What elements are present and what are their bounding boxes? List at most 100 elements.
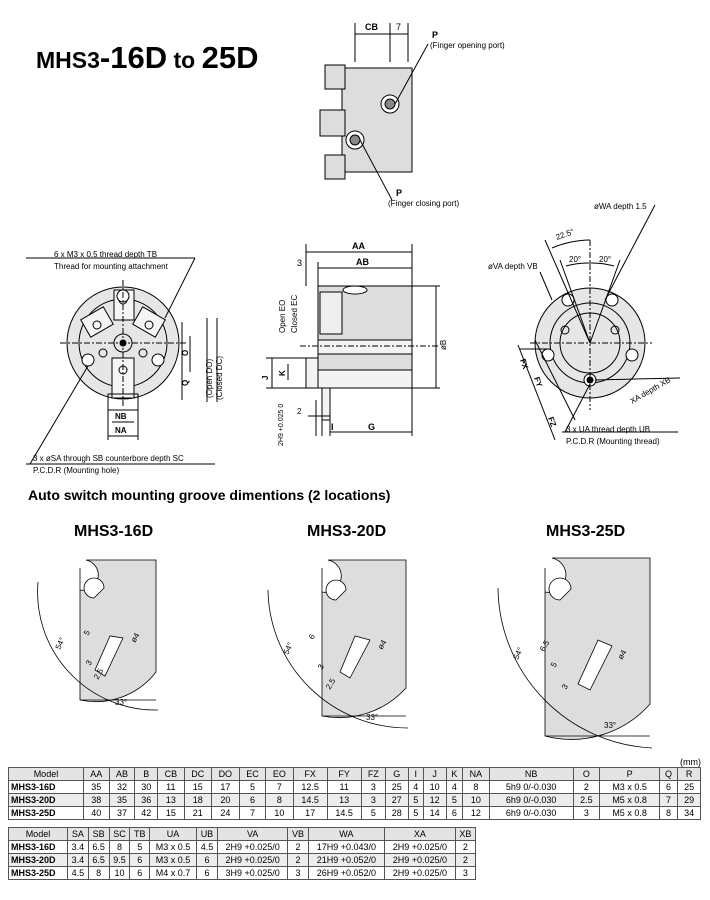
table-cell: 3.4 [66, 853, 89, 867]
table-cell: 2 [287, 853, 309, 867]
title-model: -16D [99, 40, 168, 75]
dim-k: K [278, 370, 287, 376]
table-header-cell: UB [196, 827, 218, 841]
table-cell: 2.5 [572, 793, 601, 807]
table-cell: 12 [422, 793, 447, 807]
table-cell: MHS3-16D [8, 780, 84, 794]
table-cell: 32 [108, 780, 136, 794]
table-header-cell: FY [326, 767, 362, 781]
table-cell: 2H9 +0.025/0 [216, 840, 289, 854]
table-header-cell: G [384, 767, 409, 781]
table-cell: 21 [183, 806, 212, 820]
technical-drawing: CB 7 P (Finger opening port) P (Finger c… [26, 22, 681, 749]
table-cell: 3 [572, 806, 601, 820]
table-cell: 17H9 +0.043/0 [307, 840, 386, 854]
table-cell: M5 x 0.8 [599, 806, 660, 820]
table-cell: 24 [210, 806, 240, 820]
table-cell: 10 [265, 806, 294, 820]
table-header-cell: VA [216, 827, 289, 841]
table-header-cell: SC [108, 827, 131, 841]
table-cell: 2 [454, 853, 477, 867]
table-cell: 6 [658, 780, 679, 794]
table-cell: 5 [238, 780, 267, 794]
table-cell: 10 [108, 866, 131, 880]
dim-fy: FY [532, 376, 544, 389]
side-view [266, 244, 440, 436]
g16-angle-33: 33° [115, 698, 127, 707]
g25-angle-54: 54° [512, 646, 525, 661]
dim-ab: AB [356, 257, 369, 267]
table-header-cell: EC [238, 767, 267, 781]
table-cell: 6h9 0/-0.030 [488, 806, 574, 820]
table-cell: 8 [108, 840, 131, 854]
table-cell: 3 [360, 793, 386, 807]
front-view [26, 257, 218, 465]
title-model2: 25D [201, 40, 259, 75]
table-cell: 20 [210, 793, 240, 807]
dim-nb: NB [115, 412, 127, 421]
table-cell: 9.5 [108, 853, 131, 867]
title-connector: to [167, 47, 202, 73]
table-cell: 34 [677, 806, 701, 820]
table-cell: 3 [454, 866, 477, 880]
table-header-row: Model SA SB SC TB UA UB VA VB WA XA XB [8, 827, 477, 841]
table-cell: 5 [407, 793, 424, 807]
dimension-table-1: Model AA AB B CB DC DO EC EO FX FY FZ G … [8, 767, 701, 820]
table-cell: 2 [572, 780, 601, 794]
table-cell: 2H9 +0.025/0 [384, 866, 456, 880]
table-header-cell: CB [157, 767, 185, 781]
title-prefix: MHS3 [36, 47, 100, 73]
g25-d3: 3 [560, 682, 570, 691]
table-cell: M5 x 0.8 [599, 793, 660, 807]
open-eo: Open EO [278, 300, 287, 333]
table-header-cell: AB [108, 767, 136, 781]
table-cell: 25 [384, 780, 409, 794]
rear-view [517, 204, 681, 441]
table-header-cell: Q [658, 767, 679, 781]
table-cell: 12.5 [292, 780, 328, 794]
table-cell: 13 [157, 793, 185, 807]
dim-i: I [331, 422, 334, 432]
thread-desc: Thread for mounting attachment [54, 262, 169, 271]
table-cell: 6 [129, 866, 151, 880]
g16-d5: 5 [82, 628, 92, 637]
groove-model-20d: MHS3-20D [307, 523, 387, 540]
table-cell: 11 [157, 780, 185, 794]
table-cell: 14 [422, 806, 447, 820]
table-cell: 10 [462, 793, 490, 807]
table-cell: 42 [134, 806, 159, 820]
table-header-cell: NA [462, 767, 490, 781]
page-title: MHS3-16D to 25D [36, 40, 258, 76]
table-cell: MHS3-16D [8, 840, 68, 854]
table-cell: 8 [87, 866, 110, 880]
table-cell: 3 [360, 780, 386, 794]
table-header-cell: O [572, 767, 601, 781]
dim-2: 2 [297, 407, 302, 416]
table-cell: 15 [157, 806, 185, 820]
dim-7: 7 [396, 22, 401, 32]
table-header-cell: Model [8, 827, 68, 841]
table-cell: 2H9 +0.025/0 [384, 853, 456, 867]
table-cell: 2 [454, 840, 477, 854]
table-header-cell: TB [129, 827, 151, 841]
va-label: øVA depth VB [488, 262, 538, 271]
table-header-cell: Model [8, 767, 84, 781]
angle-22-5: 22.5° [555, 227, 576, 242]
table-cell: M4 x 0.7 [149, 866, 198, 880]
table-header-cell: NB [488, 767, 574, 781]
groove-section-title: Auto switch mounting groove dimentions (… [28, 487, 391, 503]
table-row: MHS3-16D 3.4 6.5 8 5 M3 x 0.5 4.5 2H9 +0… [8, 840, 477, 854]
table-header-row: Model AA AB B CB DC DO EC EO FX FY FZ G … [8, 767, 701, 781]
table-header-cell: UA [149, 827, 198, 841]
hole-label: 3 x øSA through SB counterbore depth SC [33, 454, 184, 463]
table-row: MHS3-20D 3.4 6.5 9.5 6 M3 x 0.5 6 2H9 +0… [8, 853, 477, 867]
pcd-thread: P.C.D.R (Mounting thread) [566, 437, 660, 446]
table-cell: 40 [82, 806, 110, 820]
table-cell: 6 [445, 806, 464, 820]
table-cell: 6.5 [87, 853, 110, 867]
dim-q: Q [181, 380, 190, 386]
table-cell: 36 [134, 793, 159, 807]
port-close-desc: (Finger closing port) [388, 199, 459, 208]
table-header-cell: P [599, 767, 660, 781]
table-cell: 8 [658, 806, 679, 820]
